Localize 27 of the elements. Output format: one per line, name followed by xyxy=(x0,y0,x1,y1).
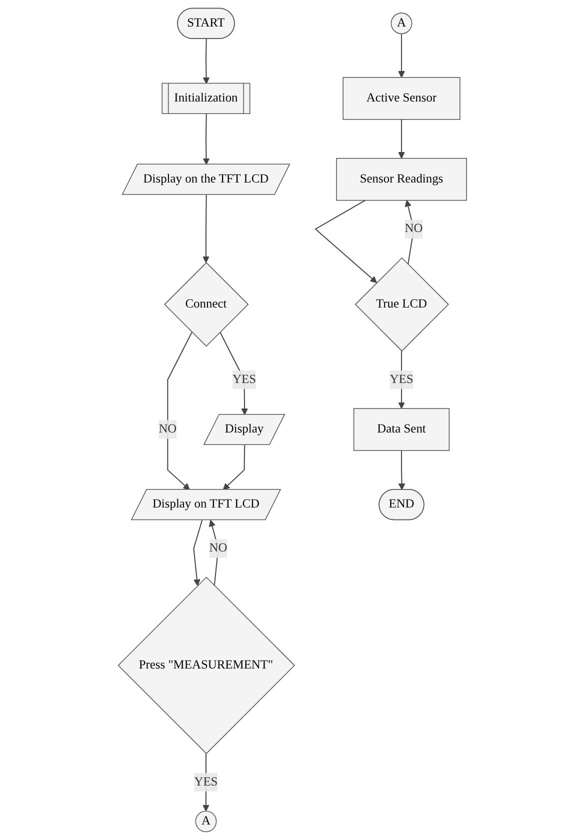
arrow xyxy=(202,114,210,165)
edge-label: YES xyxy=(389,372,413,386)
arrow xyxy=(202,38,210,84)
arrow xyxy=(208,520,218,586)
node-diamond: Press "MEASUREMENT" xyxy=(117,576,295,754)
node-box: Active Sensor xyxy=(342,77,460,120)
arrow xyxy=(398,450,405,490)
node-box: Sensor Readings xyxy=(336,158,467,201)
arrow xyxy=(222,445,245,490)
edge-label: NO xyxy=(208,542,227,555)
arrow xyxy=(404,200,414,264)
node-diamond: Connect xyxy=(164,262,248,347)
node-circle: A xyxy=(390,12,412,34)
edge-label: YES xyxy=(232,372,256,386)
arrow xyxy=(398,34,405,78)
node-box: Data Sent xyxy=(353,408,450,451)
node-circle: A xyxy=(194,810,216,832)
arrow xyxy=(398,119,405,159)
edge-label: NO xyxy=(158,422,176,436)
arrow xyxy=(219,332,248,416)
arrow xyxy=(192,520,202,586)
arrow xyxy=(202,194,210,263)
edge-label: NO xyxy=(404,222,422,236)
arrow xyxy=(166,332,192,490)
edge-label: YES xyxy=(194,775,218,789)
node-diamond: True LCD xyxy=(354,257,449,352)
arrow xyxy=(314,200,377,283)
